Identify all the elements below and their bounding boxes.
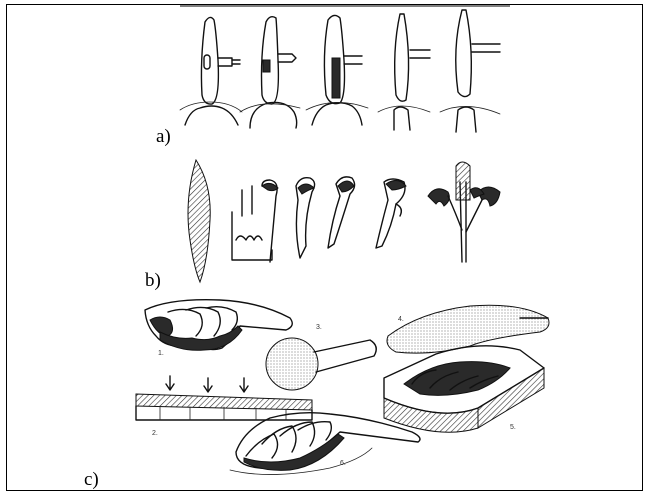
panel-b-blade — [188, 160, 210, 282]
panel-a-tool-1 — [180, 17, 242, 125]
panel-b-bouquet — [428, 162, 500, 262]
step-number-2: 2. — [152, 430, 158, 437]
step-number-3: 3. — [316, 324, 322, 331]
panel-c-step-3 — [266, 338, 376, 390]
panel-label-a: a) — [156, 126, 171, 148]
panel-a-tool-3 — [306, 15, 368, 125]
panel-a-tool-2 — [240, 17, 300, 128]
panel-c-step-6 — [230, 413, 420, 475]
panel-c-step-4 — [387, 305, 549, 353]
panel-b-frame — [232, 180, 278, 262]
panel-c-drawings — [136, 300, 549, 475]
panel-a-drawings — [180, 10, 500, 132]
step-number-4: 4. — [398, 316, 404, 323]
panel-c-step-1 — [145, 300, 292, 351]
panel-a-tool-5 — [440, 10, 500, 132]
panel-label-b: b) — [145, 270, 161, 292]
panel-label-c: c) — [84, 469, 99, 491]
step-number-6: 6. — [340, 460, 346, 467]
panel-c-step-5 — [384, 346, 544, 432]
step-number-5: 5. — [510, 424, 516, 431]
step-number-1: 1. — [158, 350, 164, 357]
panel-b-drawings — [188, 160, 500, 282]
panel-a-tool-4 — [378, 14, 430, 130]
